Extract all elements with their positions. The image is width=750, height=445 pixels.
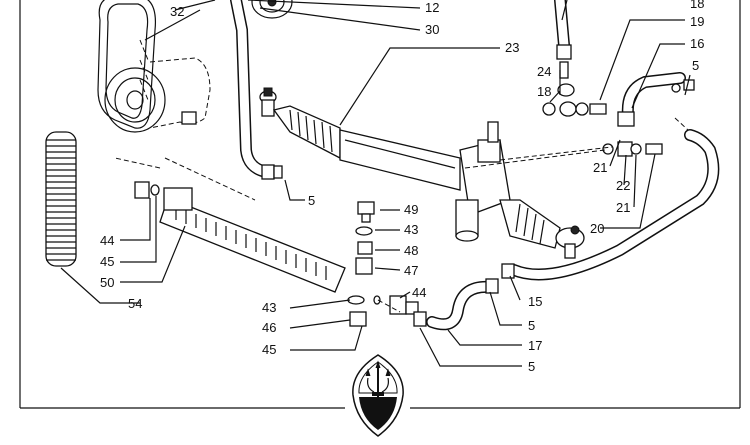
callout-54: 54 (128, 296, 142, 311)
leader-lines (60, 0, 691, 367)
callout-43-upper: 43 (404, 222, 418, 237)
banjo-cluster (542, 101, 663, 157)
callout-46: 46 (262, 320, 276, 335)
callout-24: 24 (537, 64, 551, 79)
callout-20: 20 (590, 221, 604, 236)
union-fitting-left (134, 181, 160, 199)
callout-18-top: 18 (690, 0, 704, 11)
return-hose (413, 129, 720, 331)
rack-cover-end-block (163, 187, 193, 211)
callout-32: 32 (170, 4, 184, 19)
callout-5-left: 5 (308, 193, 315, 208)
callout-50: 50 (100, 275, 114, 290)
callout-45-lower: 45 (262, 342, 276, 357)
callout-22: 22 (616, 178, 630, 193)
callout-5-top: 5 (692, 58, 699, 73)
pressure-hose (554, 0, 695, 127)
coil-spring (45, 131, 77, 267)
callout-30: 30 (425, 22, 439, 37)
callout-17: 17 (528, 338, 542, 353)
maserati-trident-logo (352, 354, 404, 437)
callout-5-bottom: 5 (528, 359, 535, 374)
callout-48: 48 (404, 243, 418, 258)
callout-44-lower: 44 (412, 285, 426, 300)
page-frame (19, 0, 741, 409)
callout-43-lower: 43 (262, 300, 276, 315)
callout-21-lower: 21 (616, 200, 630, 215)
pipe-30 (230, 0, 283, 180)
callout-21-upper: 21 (593, 160, 607, 175)
bolt-stack-center (355, 201, 375, 275)
callout-49: 49 (404, 202, 418, 217)
callout-12: 12 (425, 0, 439, 15)
callout-44-left: 44 (100, 233, 114, 248)
pulley (251, 0, 293, 19)
steering-pump (104, 57, 211, 133)
callout-16: 16 (690, 36, 704, 51)
assembly-guides (114, 117, 689, 313)
hose-clamp-5-left (261, 164, 275, 180)
callout-15: 15 (528, 294, 542, 309)
callout-23: 23 (505, 40, 519, 55)
callout-47: 47 (404, 263, 418, 278)
callout-19: 19 (690, 14, 704, 29)
rack-cover (159, 187, 346, 293)
callout-5-mid: 5 (528, 318, 535, 333)
callout-18: 18 (537, 84, 551, 99)
callout-labels: 12 30 23 32 18 19 16 5 24 18 21 22 21 20… (100, 0, 704, 374)
bottom-fittings (347, 295, 419, 327)
callout-45-left: 45 (100, 254, 114, 269)
steering-rack-housing (259, 87, 585, 259)
